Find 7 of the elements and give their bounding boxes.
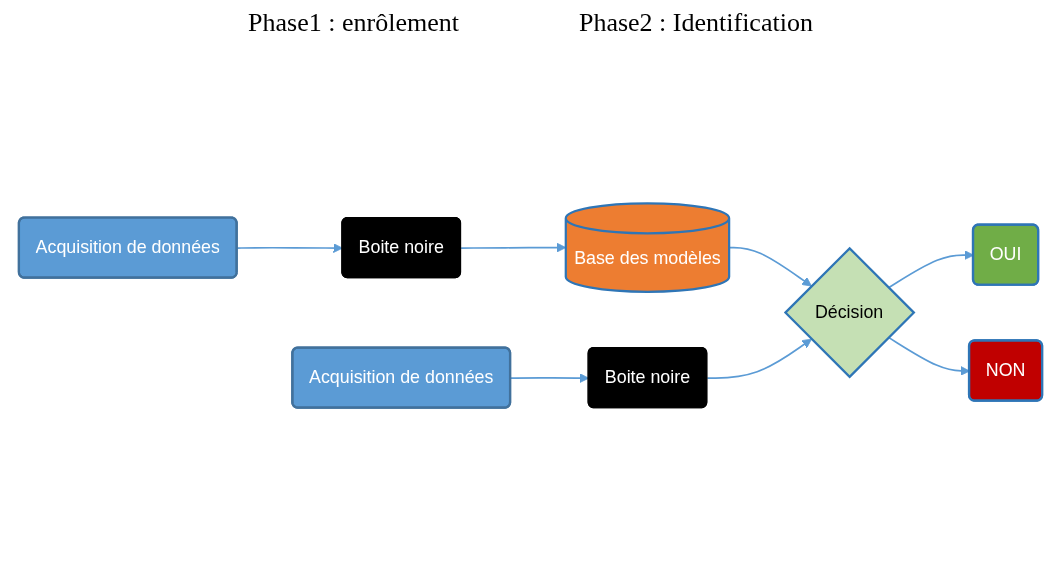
phase-label: Phase1 : enrôlement bbox=[248, 8, 459, 39]
arrow bbox=[706, 338, 812, 379]
node-diamond: Décision bbox=[783, 246, 916, 379]
phase-label: Phase2 : Identification bbox=[578, 8, 813, 39]
arrow bbox=[887, 250, 974, 289]
arrow bbox=[460, 242, 567, 253]
arrow bbox=[728, 246, 812, 287]
